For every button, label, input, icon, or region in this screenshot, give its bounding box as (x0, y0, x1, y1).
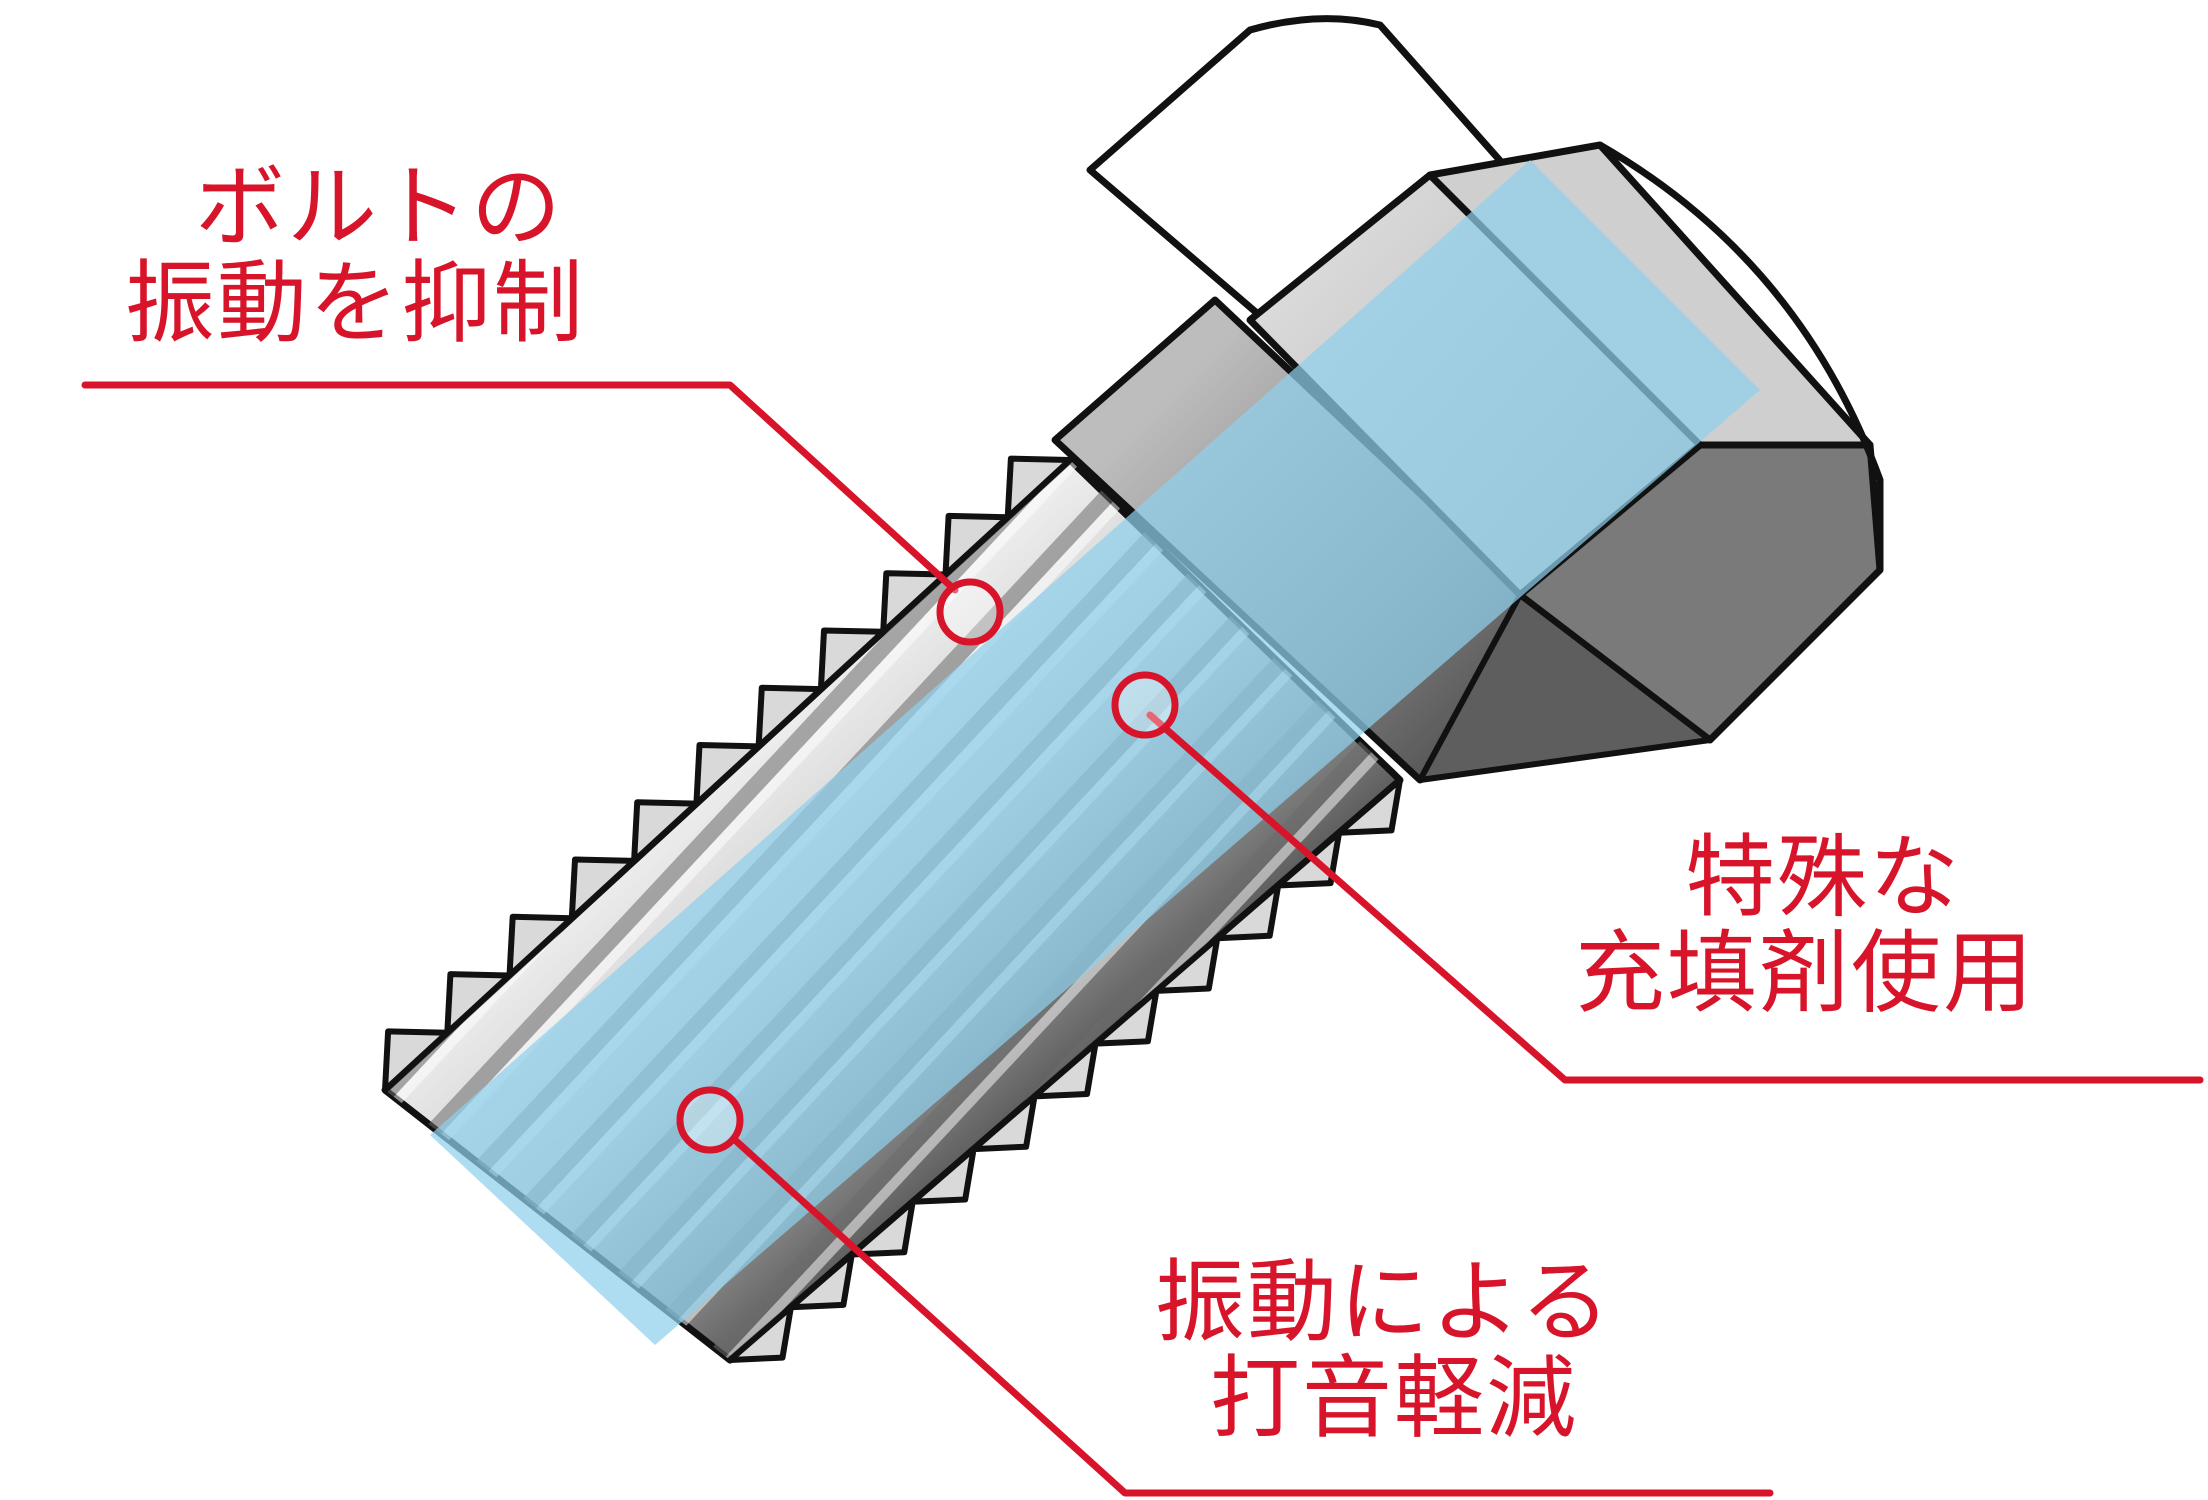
callout-filler-label: 特殊な 充填剤使用 (1575, 830, 2035, 1022)
thread-teeth-lower (727, 777, 1403, 1363)
thread-teeth (382, 455, 1073, 1093)
callout-leaders (81, 381, 2204, 1497)
thread-tooth-row (382, 455, 1073, 1093)
leader-noise (731, 1136, 1774, 1497)
callout-vibration-label: ボルトの 振動を抑制 (125, 160, 585, 352)
marker-noise (676, 1086, 744, 1154)
callout-vibration-line1: ボルトの (195, 155, 563, 260)
callout-filler-line2: 充填剤使用 (1575, 921, 2035, 1026)
callout-noise-line1: 振動による (1155, 1250, 1613, 1355)
filler-compound-band (430, 160, 1760, 1345)
callout-noise-label: 振動による 打音軽減 (1155, 1255, 1612, 1447)
callout-vibration-line2: 振動を抑制 (125, 251, 585, 356)
marker-filler (1111, 671, 1179, 739)
leader-filler (1146, 711, 2204, 1084)
leader-vibration (81, 381, 959, 594)
callout-filler-line1: 特殊な (1685, 825, 1961, 930)
thread-tooth-row (727, 777, 1403, 1363)
callout-noise-line2: 打音軽減 (1210, 1346, 1578, 1451)
marker-vibration (936, 578, 1004, 646)
